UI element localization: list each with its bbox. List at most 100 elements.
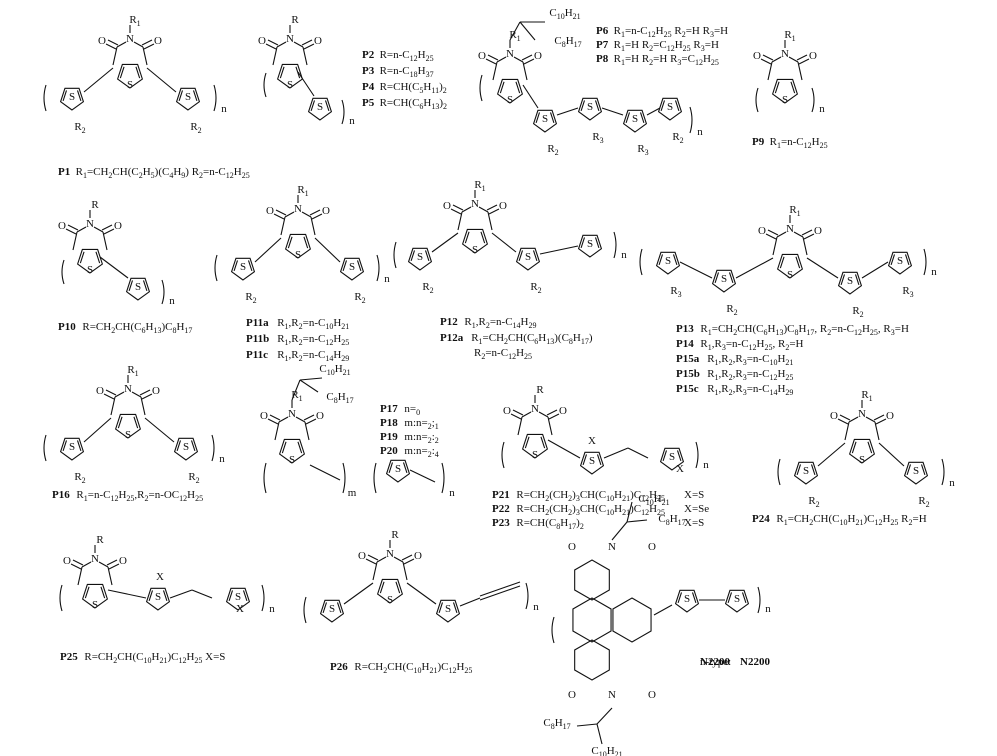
imide-core-p13 (772, 236, 778, 256)
imide-core-p24 (865, 416, 876, 423)
polymer-bracket (393, 241, 397, 269)
double-bond (190, 440, 196, 452)
nitrogen-atom: N (386, 548, 394, 560)
imide-core-p1 (133, 41, 144, 48)
heteroatom-label: X (156, 571, 164, 583)
fused-thiophene (461, 228, 489, 254)
carbonyl-bond (67, 224, 79, 231)
double-bond (135, 66, 141, 79)
side-thiophene (407, 247, 433, 271)
r-group-label: R1 (789, 204, 800, 218)
double-bond (580, 100, 586, 112)
bond (556, 107, 579, 116)
fused-thiophene (848, 438, 876, 464)
bond (547, 439, 581, 459)
carbonyl-bond (837, 418, 849, 425)
double-bond (904, 254, 910, 266)
naphthalene-ring (572, 597, 612, 643)
double-bond (674, 100, 680, 112)
bond (626, 501, 633, 523)
oxygen-atom: O (114, 220, 122, 232)
side-thiophene (622, 109, 648, 133)
double-bond (727, 592, 733, 604)
r-group-label: R (391, 529, 399, 541)
r-group-label: R3 (637, 143, 648, 157)
carbonyl-bond (143, 43, 155, 50)
bond (522, 84, 539, 109)
carbonyl-bond (796, 54, 808, 61)
double-bond (549, 112, 555, 124)
imide-core-p2 (293, 41, 304, 48)
naphthalene-ring (612, 597, 652, 643)
double-bond (336, 602, 342, 614)
polymer-bracket (341, 99, 345, 125)
bond (679, 261, 713, 279)
double-bond (310, 100, 316, 112)
side-thiophene (230, 257, 256, 281)
carbonyl-bond (106, 559, 118, 566)
bond (596, 723, 603, 745)
imide-core-p2 (272, 46, 278, 66)
substituent-text: R=n-C18H37 (380, 65, 434, 79)
double-bond (128, 280, 134, 292)
polymer-id: P11a (246, 317, 269, 329)
carbonyl-bond (762, 54, 774, 61)
oxygen-atom: O (58, 220, 66, 232)
imide-core-p12 (457, 211, 463, 231)
carbonyl-bond (141, 39, 153, 46)
substituent-text: R=CH(C6H13)2 (380, 97, 447, 111)
nitrogen-atom: N (608, 541, 616, 553)
substituent-text: m:n=2:2 (404, 431, 438, 445)
sulfur-atom: S (240, 261, 246, 273)
oxygen-atom: O (753, 50, 761, 62)
repeat-unit-subscript: n (169, 295, 175, 307)
polymer-id: P21 (492, 489, 510, 501)
oxygen-atom: O (568, 689, 576, 701)
oxygen-atom: O (316, 410, 324, 422)
side-thiophene (515, 247, 541, 271)
side-thiophene (674, 589, 700, 613)
double-bond (779, 256, 785, 269)
polymer-id: N2200 (740, 656, 770, 668)
sulfur-atom: S (317, 101, 323, 113)
imide-core-p21 (521, 411, 532, 418)
double-bond (119, 66, 125, 79)
bond (459, 597, 481, 607)
oxygen-atom: O (63, 555, 71, 567)
side-thiophene (173, 437, 199, 461)
carbonyl-bond (107, 39, 119, 46)
double-bond (596, 454, 602, 466)
bond (653, 604, 673, 616)
repeat-unit-subscript: m (348, 487, 357, 499)
imide-core-p13 (802, 236, 808, 256)
substituent-text: R=n-C12H25 (380, 49, 434, 63)
imide-core-p2 (276, 41, 287, 48)
sulfur-atom: S (667, 101, 673, 113)
polymer-bracket (441, 462, 445, 494)
polymer-bracket (941, 458, 945, 486)
oxygen-atom: O (886, 410, 894, 422)
double-bond (464, 231, 470, 244)
r-group-label: R (91, 199, 99, 211)
repeat-unit-subscript: n (949, 477, 955, 489)
carbonyl-bond (767, 229, 779, 236)
carbonyl-bond (485, 58, 497, 65)
imide-core-p21 (547, 416, 553, 436)
polymer-bracket (479, 74, 483, 102)
fused-thiophene (496, 78, 524, 104)
polymer-id: P1 (58, 166, 70, 178)
imide-core-p16 (140, 396, 146, 416)
imide-core-p11 (310, 216, 316, 236)
double-bond (356, 260, 362, 272)
carbonyl-bond (309, 209, 321, 216)
double-bond (795, 256, 801, 269)
sulfur-atom: S (665, 255, 671, 267)
imide-core-p6 (522, 61, 528, 81)
fused-thiophene (278, 438, 306, 464)
sulfur-atom: S (417, 251, 423, 263)
heteroatom-text: X=Se (684, 503, 709, 515)
carbonyl-bond (305, 418, 317, 425)
